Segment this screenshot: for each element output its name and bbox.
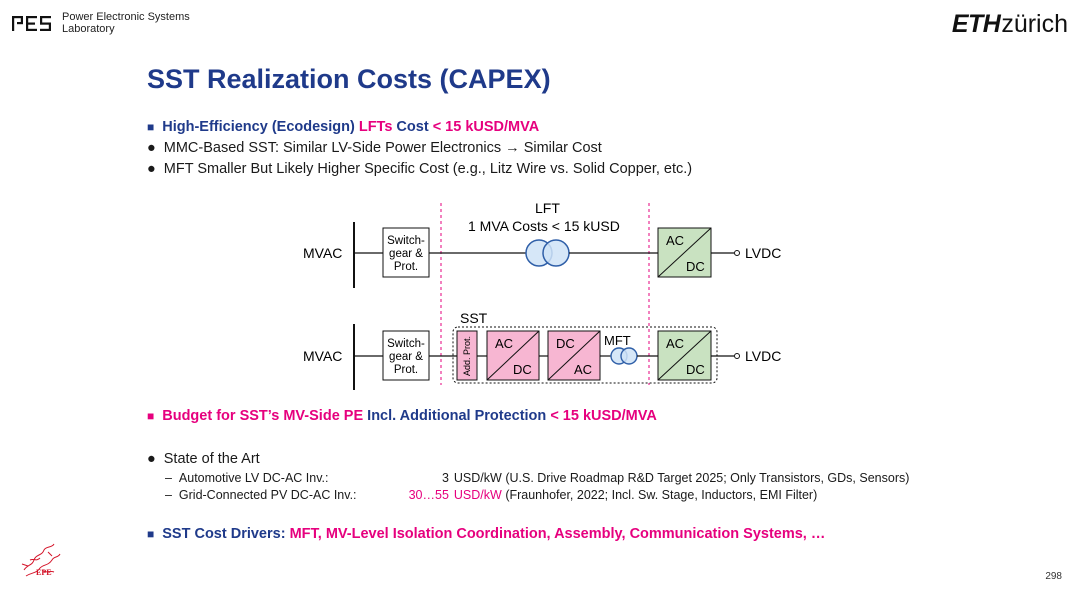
mft-transformer-icon	[610, 347, 638, 365]
lab-name: Power Electronic Systems Laboratory	[62, 11, 190, 35]
slide-title: SST Realization Costs (CAPEX)	[147, 64, 551, 94]
dc-ac-converter-mv: DC AC	[547, 330, 601, 381]
bullet-budget: ■Budget for SST’s MV-Side PE Incl. Addit…	[147, 408, 657, 424]
additional-protection-box: Add. Prot.	[456, 330, 478, 381]
epe-logo-icon: EPE	[21, 543, 61, 577]
terminal-icon	[734, 250, 740, 256]
svg-text:Switch-: Switch-	[387, 338, 425, 350]
bullet-mft: ●MFT Smaller But Likely Higher Specific …	[147, 161, 693, 177]
pes-logo-icon	[12, 16, 51, 31]
square-bullet-icon: ■	[147, 409, 155, 423]
bullet-mmc-sst: ●MMC-Based SST: Similar LV-Side Power El…	[147, 140, 602, 156]
svg-text:Prot.: Prot.	[394, 364, 418, 376]
svg-text:Add. Prot.: Add. Prot.	[462, 336, 472, 376]
svg-text:DC: DC	[686, 259, 705, 274]
svg-text:gear &: gear &	[389, 351, 423, 363]
square-bullet-icon: ■	[147, 120, 155, 134]
square-bullet-icon: ■	[147, 527, 155, 541]
svg-text:AC: AC	[574, 362, 592, 377]
svg-text:gear &: gear &	[389, 248, 423, 260]
svg-text:AC: AC	[495, 336, 513, 351]
mft-label: MFT	[604, 333, 631, 348]
svg-text:DC: DC	[513, 362, 532, 377]
sst-boundary	[452, 326, 718, 384]
page-number: 298	[1045, 571, 1062, 582]
mvac-label-top: MVAC	[303, 245, 342, 261]
bullet-state-of-art: ●State of the Art	[147, 451, 260, 467]
bullet-lft-cost: ■High-Efficiency (Ecodesign) LFTs Cost <…	[147, 119, 540, 135]
ac-dc-converter-lv: AC DC	[657, 330, 712, 381]
sst-label: SST	[460, 310, 488, 326]
bullet-cost-drivers: ■SST Cost Drivers: MFT, MV-Level Isolati…	[147, 526, 826, 542]
switchgear-box-top	[382, 227, 430, 278]
lvdc-label-top: LVDC	[745, 245, 781, 261]
svg-text:AC: AC	[666, 233, 684, 248]
eth-logo: ETHzürich	[951, 10, 1068, 38]
ac-dc-converter-top: AC DC	[657, 227, 712, 278]
lvdc-label-bottom: LVDC	[745, 348, 781, 364]
svg-text:AC: AC	[666, 336, 684, 351]
svg-text:DC: DC	[686, 362, 705, 377]
ac-dc-converter-mv: AC DC	[486, 330, 540, 381]
round-bullet-icon: ●	[147, 140, 156, 156]
round-bullet-icon: ●	[147, 451, 156, 467]
round-bullet-icon: ●	[147, 161, 156, 177]
svg-text:EPE: EPE	[36, 568, 52, 577]
lft-cost-label: 1 MVA Costs < 15 kUSD	[468, 218, 620, 234]
lft-transformer-icon	[525, 239, 570, 267]
terminal-icon	[734, 353, 740, 359]
switchgear-box-bottom	[382, 330, 430, 381]
svg-text:Prot.: Prot.	[394, 261, 418, 273]
lft-label: LFT	[535, 200, 560, 216]
svg-text:Switch-: Switch-	[387, 235, 425, 247]
svg-text:DC: DC	[556, 336, 575, 351]
mvac-label-bottom: MVAC	[303, 348, 342, 364]
